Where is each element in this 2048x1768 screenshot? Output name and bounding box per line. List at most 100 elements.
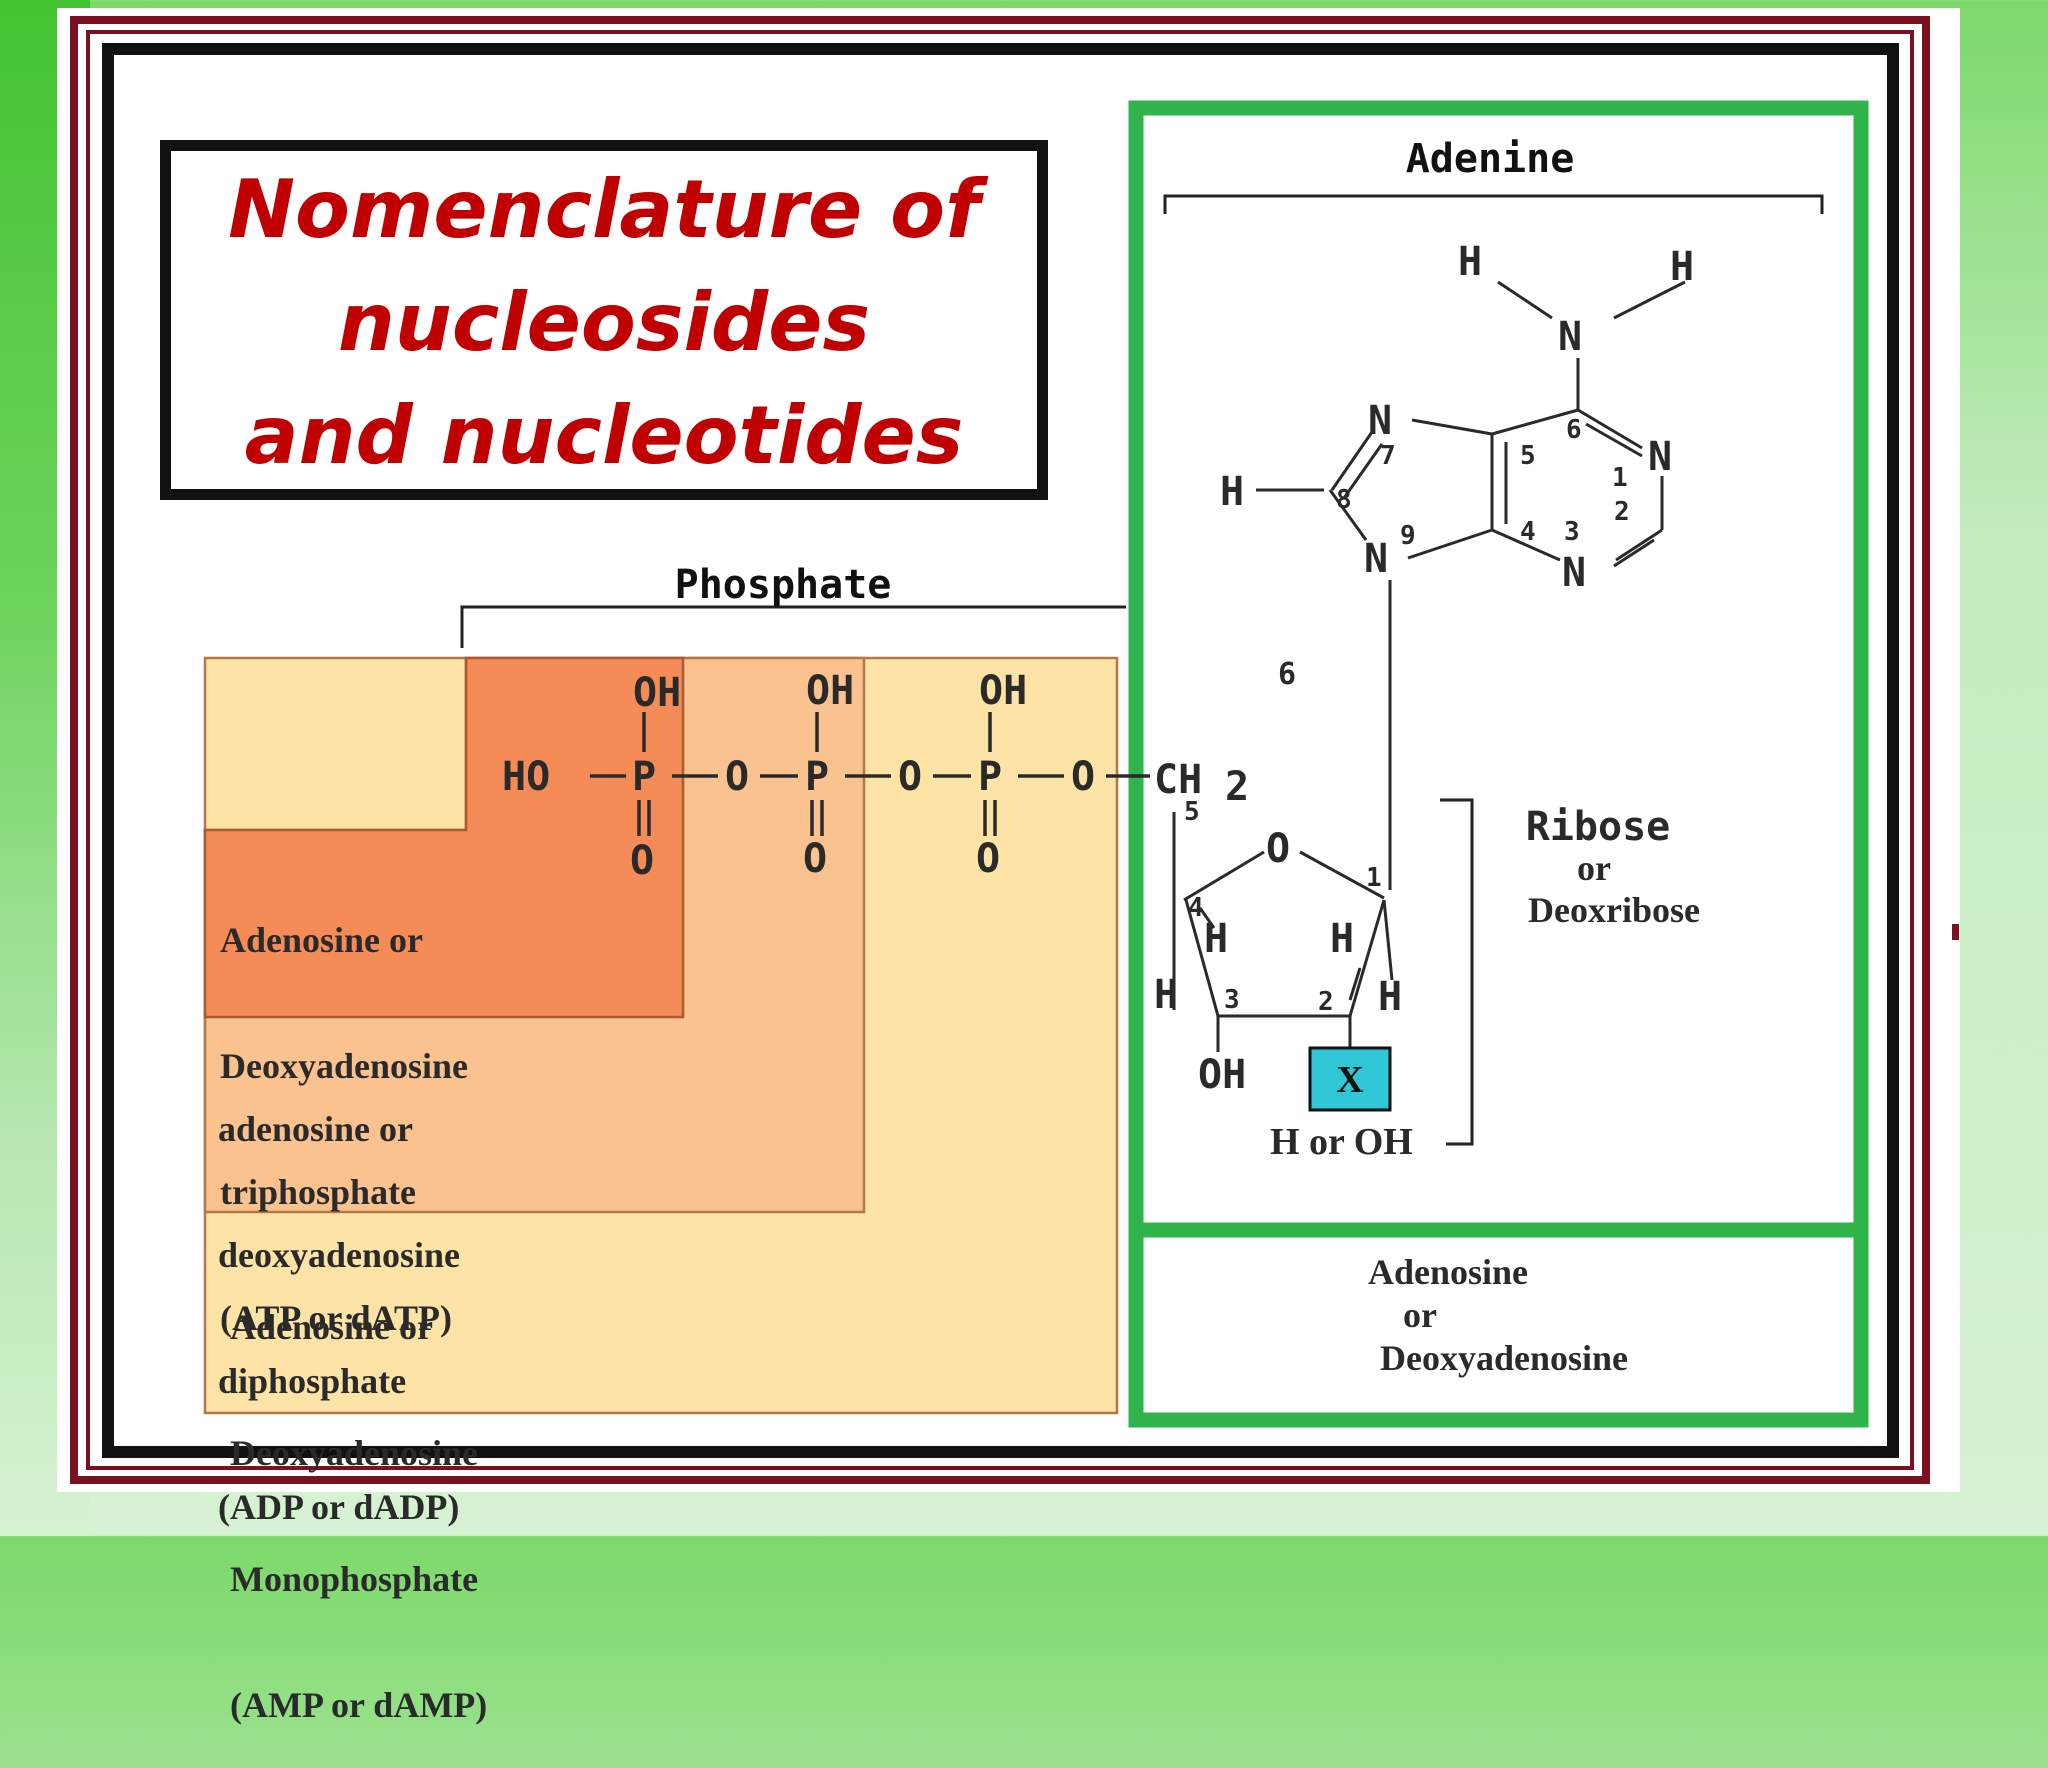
- oh-group-1: OH: [633, 670, 681, 716]
- bond-c6-n1: [1577, 408, 1643, 450]
- phosphorus-2: P: [805, 754, 829, 800]
- amino-n: N: [1558, 314, 1582, 360]
- bridge-oxygen-3: O: [1071, 754, 1095, 800]
- n3: N: [1562, 550, 1586, 596]
- adenine-bracket: [1163, 194, 1824, 214]
- title-line-1: Nomenclature of: [228, 163, 980, 256]
- middle-frame: [86, 30, 1914, 1470]
- title-box: Nomenclature of nucleosides and nucleoti…: [160, 140, 1048, 500]
- triphosphate-line-2: Deoxyadenosine: [220, 1046, 469, 1086]
- bond-c5-n7: [1411, 418, 1493, 436]
- adenine-ring-numbers: 1 2 3 4 5 6 7 8 9: [1336, 415, 1630, 551]
- bond-c2-c1: [1348, 899, 1386, 1017]
- triphosphate-line-4: (ATP or dATP): [220, 1298, 452, 1338]
- bond-n3-c4: [1491, 528, 1561, 562]
- diphosphate-line-1: adenosine or: [218, 1109, 414, 1149]
- bond-n7-c8: [1330, 431, 1374, 491]
- ribose-carbon-numbers: 1 2 3 4 5: [1184, 797, 1382, 1017]
- ring-number-5: 5: [1520, 441, 1536, 471]
- bond-c2-h: [1348, 967, 1362, 1001]
- bond-c2-n3: [1615, 528, 1663, 562]
- bond-o-c1: [1299, 850, 1385, 900]
- bond-c4-h: [1198, 907, 1216, 929]
- ribose-bracket: [1440, 798, 1474, 1146]
- phosphate-bracket: [460, 605, 1126, 648]
- ring-number-4: 4: [1520, 517, 1536, 547]
- bond-c6-n1-double: [1585, 422, 1643, 458]
- n9: N: [1364, 536, 1388, 582]
- bond-n7-c8-double: [1342, 443, 1384, 499]
- phosphorus-3: P: [978, 754, 1002, 800]
- stray-number: 6: [1278, 657, 1296, 692]
- adenine-bonds: [1256, 280, 1686, 890]
- carbon-number-2: 2: [1318, 987, 1334, 1017]
- ho-group: HO: [502, 754, 550, 800]
- c3-oh: OH: [1198, 1052, 1246, 1098]
- monophosphate-line-4: (AMP or dAMP): [230, 1685, 488, 1725]
- carbon-number-1: 1: [1366, 863, 1382, 893]
- triphosphate-caption: Adenosine or Deoxyadenosine triphosphate…: [220, 835, 468, 1381]
- monophosphate-caption: Adenosine or Deoxyadenosine Monophosphat…: [230, 1222, 487, 1768]
- bond-c1-h: [1382, 899, 1394, 981]
- ch2-subscript: 2: [1225, 764, 1249, 810]
- diphosphate-caption: adenosine or deoxyadenosine diphosphate …: [218, 1024, 460, 1570]
- ring-number-6: 6: [1566, 415, 1582, 445]
- edge-mark: [1952, 924, 1959, 940]
- nomenclature-diagram: Adenine Phosphate HO OH OH OH P P P O O …: [203, 100, 1959, 1428]
- phosphorus-1: P: [632, 754, 656, 800]
- phosphate-label: Phosphate: [675, 562, 892, 608]
- amino-h-1: H: [1458, 239, 1482, 285]
- double-bond-oxygen-3: O: [976, 836, 1000, 882]
- diphosphate-line-4: (ADP or dADP): [218, 1487, 460, 1527]
- bond-n9-c4: [1407, 528, 1493, 560]
- triphosphate-line-1: Adenosine or: [220, 920, 424, 960]
- nucleoside-label-line-3: Deoxyadenosine: [1380, 1338, 1628, 1378]
- bond-h2-n6: [1613, 280, 1686, 320]
- c3-h: H: [1154, 972, 1178, 1018]
- nucleoside-outer-box: [1128, 100, 1869, 1428]
- bond-c4-o: [1183, 850, 1265, 902]
- n1: N: [1648, 434, 1672, 480]
- c2-h-up: H: [1330, 916, 1354, 962]
- oh-group-3: OH: [979, 668, 1027, 714]
- ring-oxygen: O: [1266, 826, 1290, 872]
- x-substituent: X: [1336, 1059, 1363, 1101]
- c1-h: H: [1378, 974, 1402, 1020]
- triphosphate-line-3: triphosphate: [220, 1172, 417, 1212]
- ribose-label-line-2: or: [1577, 848, 1611, 888]
- n7: N: [1368, 398, 1392, 444]
- nucleoside-label-line-2: or: [1403, 1295, 1437, 1335]
- triphosphate-region: [203, 656, 685, 1019]
- title-line-2: nucleosides: [337, 276, 871, 369]
- ribose-label-line-1: Ribose: [1526, 804, 1671, 850]
- bridge-oxygen-1: O: [725, 754, 749, 800]
- ribose-bonds: [1172, 812, 1394, 1052]
- nucleoside-label-line-1: Adenosine: [1368, 1252, 1528, 1292]
- diphosphate-line-3: diphosphate: [218, 1361, 407, 1401]
- h-or-oh-label: H or OH: [1270, 1121, 1413, 1163]
- ring-number-3: 3: [1564, 517, 1580, 547]
- x-substituent-box: [1308, 1046, 1392, 1112]
- amino-h-2: H: [1670, 244, 1694, 290]
- ribose-label-line-3: Deoxribose: [1528, 890, 1700, 930]
- ribose-atoms: O H H H H OH: [1154, 826, 1402, 1098]
- ring-number-1: 1: [1612, 463, 1628, 493]
- ring-number-9: 9: [1400, 521, 1416, 551]
- monophosphate-line-1: Adenosine or: [230, 1307, 434, 1347]
- bond-c2-n3-double: [1613, 538, 1655, 568]
- oh-group-2: OH: [806, 668, 854, 714]
- bridge-oxygen-2: O: [898, 754, 922, 800]
- diphosphate-line-2: deoxyadenosine: [218, 1235, 461, 1275]
- carbon-number-3: 3: [1224, 985, 1240, 1015]
- double-bond-oxygen-1: O: [630, 838, 654, 884]
- bond-h1-n6: [1497, 280, 1553, 320]
- c8-h: H: [1220, 469, 1244, 515]
- bond-c5-c6: [1491, 408, 1579, 436]
- carbon-number-4: 4: [1188, 893, 1204, 923]
- ring-number-2: 2: [1614, 497, 1630, 527]
- monophosphate-line-3: Monophosphate: [230, 1559, 479, 1599]
- ring-number-7: 7: [1380, 441, 1396, 471]
- adenine-label: Adenine: [1406, 136, 1575, 182]
- carbon-number-5: 5: [1184, 797, 1200, 827]
- double-bond-oxygen-2: O: [803, 836, 827, 882]
